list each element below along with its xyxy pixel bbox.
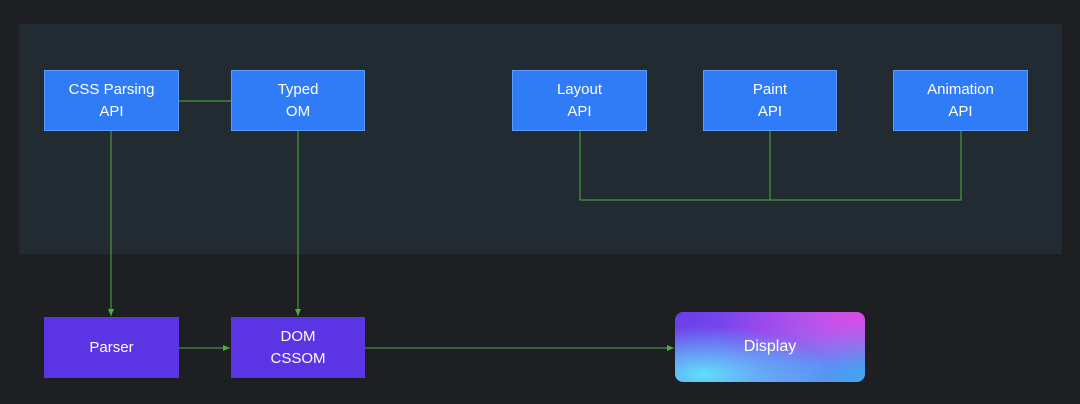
node-label: Typed — [277, 80, 319, 98]
node-label: API — [567, 102, 592, 120]
node-label: Animation — [927, 80, 994, 98]
animation-api-node: Animation API — [893, 70, 1028, 131]
node-label: CSS Parsing — [68, 80, 155, 98]
node-label: API — [757, 102, 783, 120]
parser-node: Parser — [44, 317, 179, 378]
layout-api-node: Layout API — [512, 70, 647, 131]
node-label: Parser — [89, 338, 134, 356]
typed-om-node: Typed OM — [231, 70, 365, 131]
paint-api-node: Paint API — [703, 70, 837, 131]
node-label: CSSOM — [270, 349, 326, 367]
node-label: Display — [743, 338, 797, 355]
node-label: OM — [285, 102, 311, 120]
houdini-api-panel — [19, 24, 1062, 254]
display-node: Display — [675, 312, 865, 382]
css-parsing-api-node: CSS Parsing API — [44, 70, 179, 131]
node-label: DOM — [280, 327, 316, 345]
node-label: API — [99, 102, 124, 120]
node-label: API — [948, 102, 973, 120]
node-label: Paint — [752, 80, 788, 98]
dom-cssom-node: DOM CSSOM — [231, 317, 365, 378]
node-label: Layout — [556, 80, 603, 98]
